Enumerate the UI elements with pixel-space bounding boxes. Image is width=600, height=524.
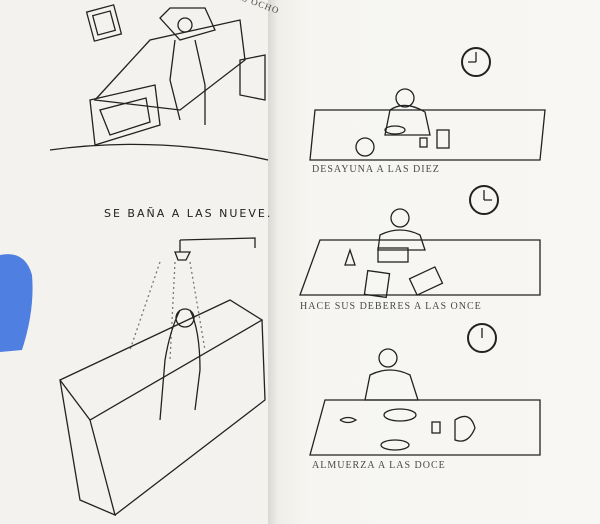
- bath-illustration: [59, 237, 266, 517]
- glove: [0, 254, 33, 352]
- caption-bath: SE BAÑA A LAS NUEVE.: [104, 207, 273, 220]
- left-page: [0, 0, 268, 524]
- lunch-illustration: [309, 323, 541, 456]
- right-page: [268, 0, 600, 524]
- bed-illustration: [49, 4, 269, 161]
- breakfast-illustration: [309, 47, 546, 161]
- caption-breakfast: DESAYUNA A LAS DIEZ: [312, 164, 440, 175]
- homework-illustration: [299, 185, 541, 299]
- caption-homework: HACE SUS DEBERES A LAS ONCE: [300, 301, 482, 312]
- caption-lunch: ALMUERZA A LAS DOCE: [312, 460, 446, 471]
